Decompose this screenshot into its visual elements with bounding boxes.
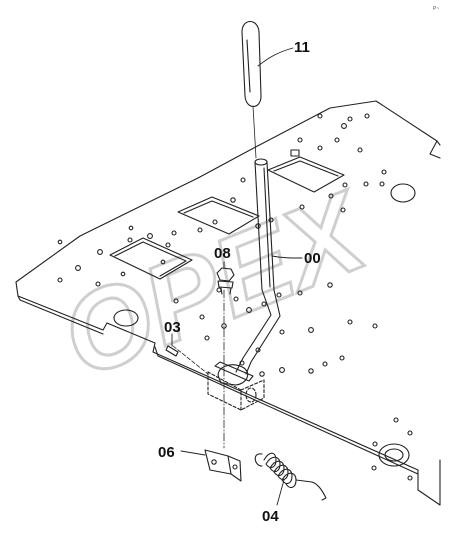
leader-04 (276, 479, 285, 506)
callout-06: 06 (158, 444, 175, 461)
lever-grip (241, 20, 262, 108)
callout-08: 08 (214, 245, 231, 262)
round-boss-lower-right (378, 443, 410, 467)
callout-03: 03 (164, 319, 181, 336)
floor-plate-back-edge (15, 100, 441, 283)
leader-11 (257, 47, 294, 67)
callout-00: 00 (304, 250, 321, 267)
spring-bracket (204, 449, 242, 482)
pin (165, 345, 179, 357)
cutout-right (267, 149, 345, 193)
grip-shaft-link (252, 105, 257, 159)
callout-04: 04 (262, 508, 279, 525)
corner-mark: P~ (433, 6, 439, 12)
oval-hole-left (113, 309, 139, 327)
coil-spring (254, 452, 327, 501)
lever-rod (235, 158, 281, 375)
lever-bracket (207, 371, 265, 411)
floor-plate-thickness (17, 295, 419, 475)
leader-06 (180, 450, 206, 456)
pin-center-line (172, 345, 209, 375)
lever-slot (214, 361, 254, 386)
floor-plate-right-edge (436, 140, 441, 146)
leader-00 (271, 255, 303, 259)
floor-plate-outline (15, 281, 441, 506)
callout-11: 11 (294, 39, 310, 56)
cutout-left (109, 237, 193, 280)
hex-bolt (216, 267, 235, 295)
cutout-middle (177, 196, 260, 235)
leader-lines (171, 47, 303, 506)
oval-hole-right (390, 183, 416, 203)
